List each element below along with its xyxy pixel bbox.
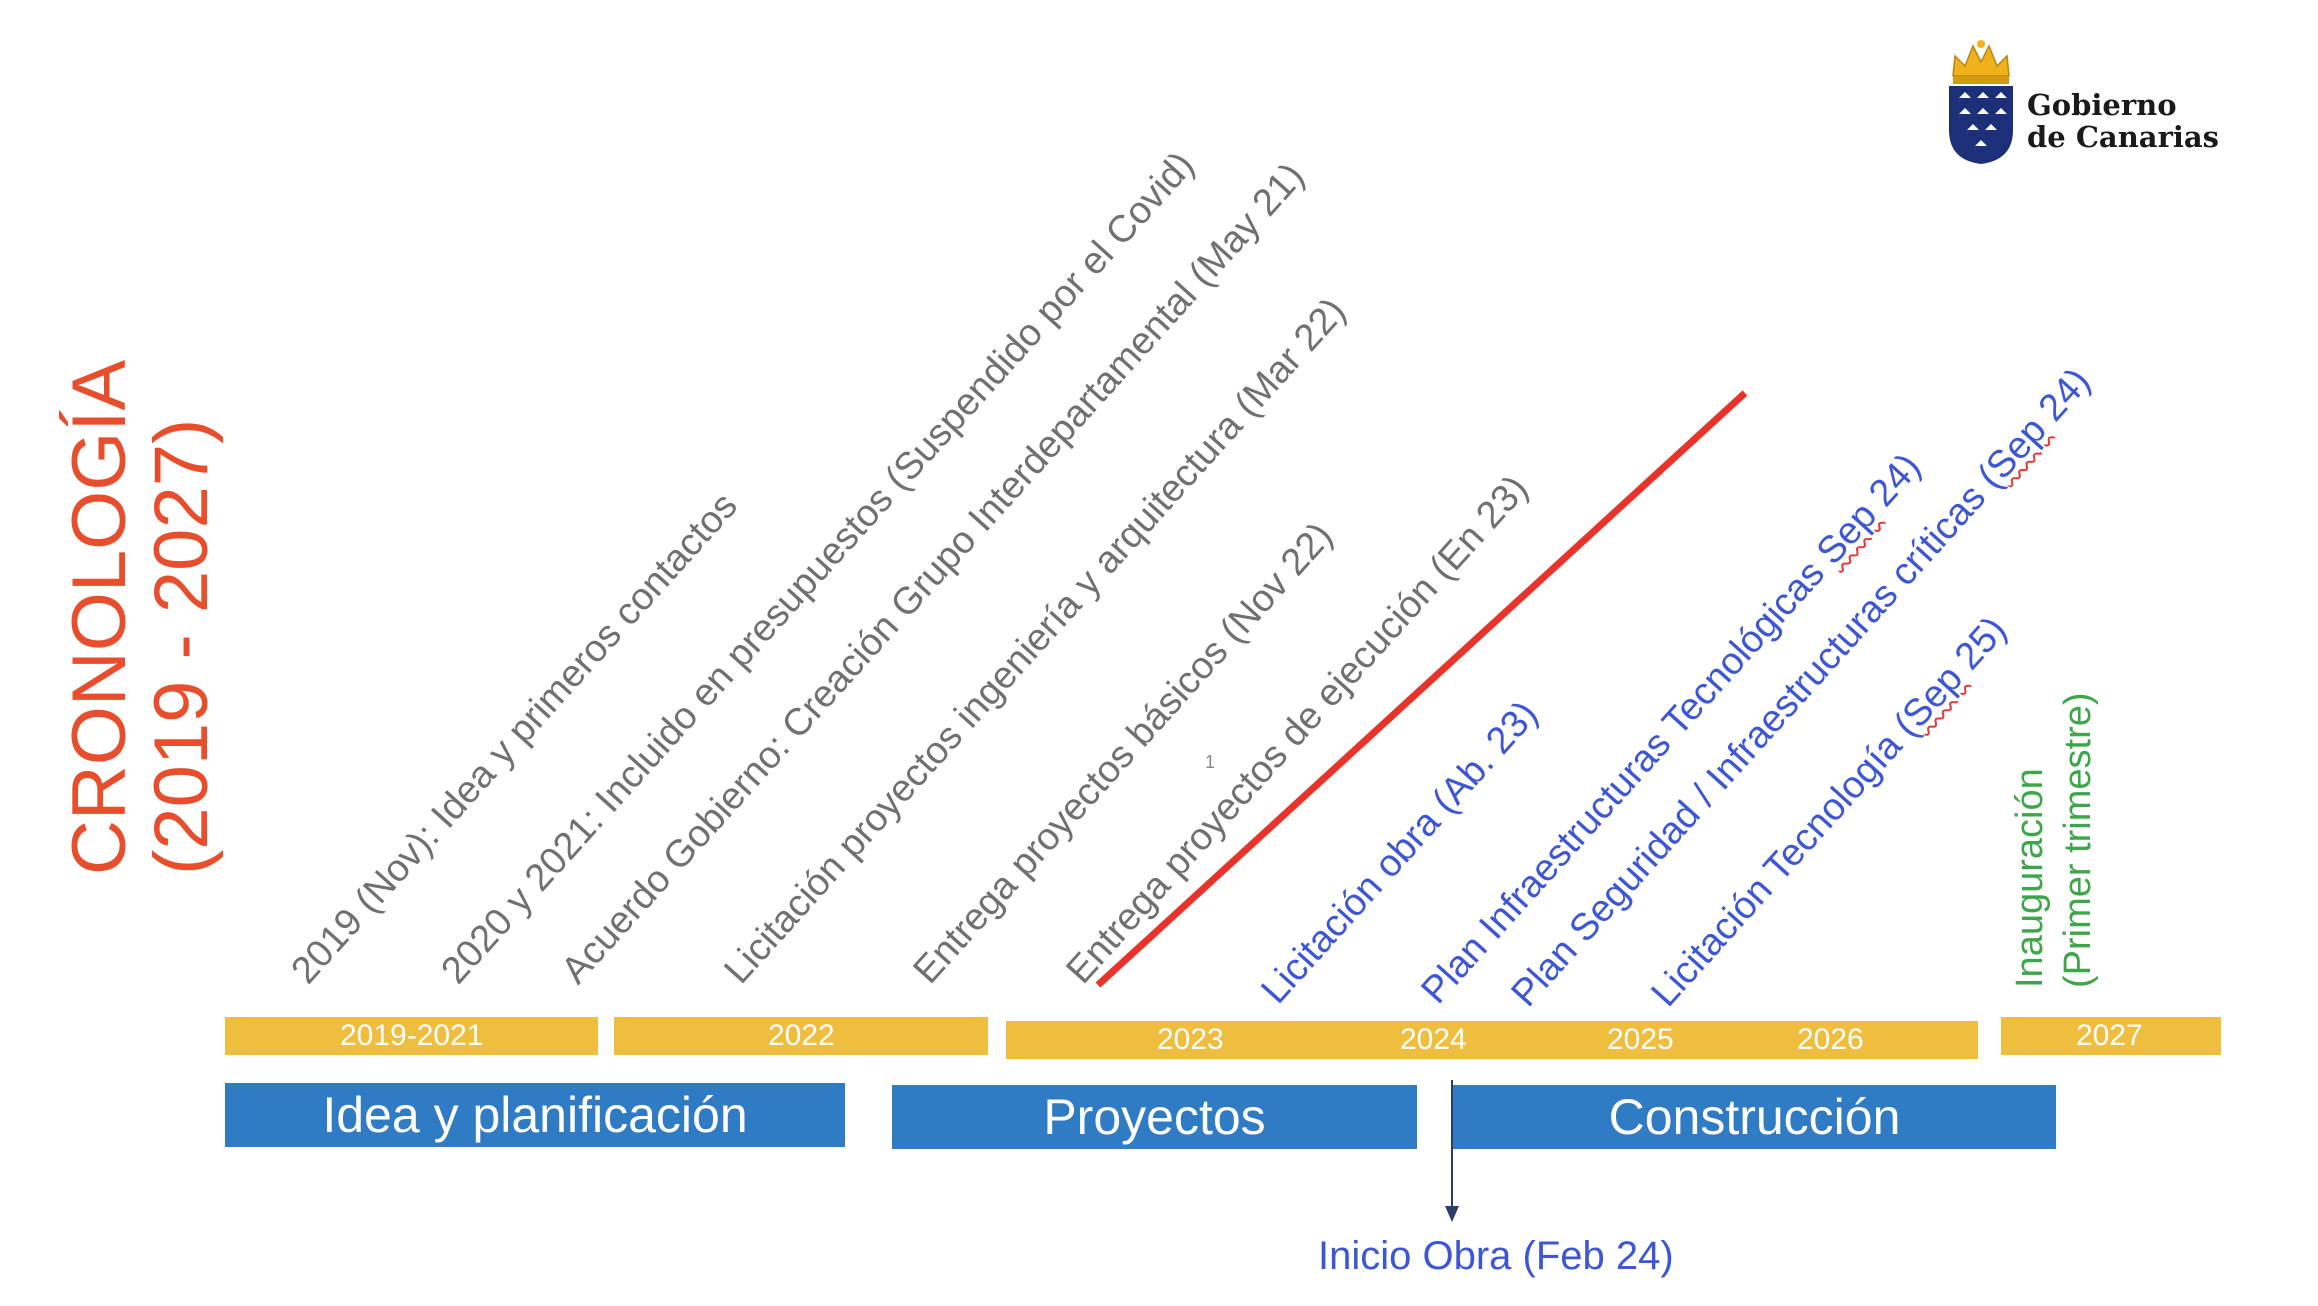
year-bar-2023-2026: [1006, 1021, 1978, 1059]
arrow-down-icon: [1445, 1080, 1459, 1222]
year-bar-2019-2021: [225, 1017, 598, 1055]
year-label: 2023: [1157, 1023, 1224, 1056]
year-label: 2027: [2076, 1019, 2143, 1052]
inauguration-line-1: Inauguración: [2009, 768, 2051, 988]
footnote-mark: 1: [1205, 752, 1216, 772]
start-note: Inicio Obra (Feb 24): [1318, 1234, 1674, 1278]
year-label: 2025: [1607, 1023, 1674, 1056]
logo-line-2: de Canarias: [2027, 119, 2219, 154]
year-bar-2022: [614, 1017, 988, 1055]
year-label: 2019-2021: [340, 1019, 484, 1052]
inauguration-label: Inauguración (Primer trimestre): [2007, 692, 2102, 988]
year-label: 2024: [1400, 1023, 1467, 1056]
logo-text: Gobierno de Canarias: [2027, 88, 2219, 154]
phase-bar-idea: Idea y planificación: [225, 1083, 845, 1147]
phase-bar-proyectos: Proyectos: [892, 1085, 1417, 1149]
coat-of-arms-icon: [1949, 40, 2013, 164]
gobierno-logo: Gobierno de Canarias: [1945, 38, 2245, 170]
year-label: 2022: [768, 1019, 835, 1052]
inauguration-line-2: (Primer trimestre): [2056, 692, 2099, 988]
phase-bar-construccion: Construcción: [1453, 1085, 2056, 1149]
logo-line-1: Gobierno: [2027, 88, 2177, 122]
year-bar-2027: [2001, 1017, 2221, 1055]
year-label: 2026: [1797, 1023, 1864, 1056]
